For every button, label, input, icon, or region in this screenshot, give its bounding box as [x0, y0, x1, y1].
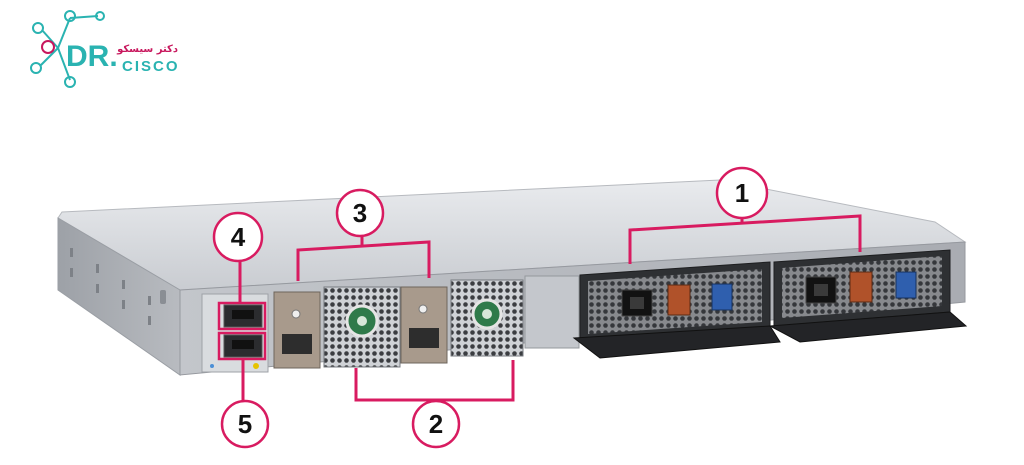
psu1-connector-blue	[711, 283, 733, 311]
status-led	[253, 363, 259, 369]
psu2-connector-orange	[849, 271, 873, 303]
power-supply-2	[768, 249, 968, 343]
callout-5-label: 5	[238, 409, 252, 439]
logo-cisco-text: CISCO	[122, 58, 180, 75]
callout-3-label: 3	[353, 198, 367, 228]
callout-1-label: 1	[735, 178, 749, 208]
callout-4	[212, 211, 267, 331]
callout-5	[217, 331, 270, 449]
callout-4-label: 4	[231, 222, 246, 252]
molecule-icon	[30, 10, 105, 88]
stack-slot-b	[400, 286, 448, 364]
psu2-connector-blue	[895, 271, 917, 299]
power-supply-1	[572, 261, 781, 359]
callout-2-label: 2	[429, 409, 443, 439]
psu2-handle	[768, 311, 968, 343]
psu1-handle	[572, 325, 781, 359]
side-vents	[70, 248, 166, 325]
blank-plate	[524, 275, 580, 349]
logo-arabic-text: دكتر سيسكو	[116, 44, 178, 55]
callout-3	[296, 188, 431, 281]
psu1-connector-orange	[667, 284, 691, 316]
logo-dr-text: DR.	[66, 40, 118, 73]
callout-1	[628, 166, 862, 264]
callouts	[212, 166, 862, 449]
stack-slot-a	[273, 291, 321, 369]
callout-2	[354, 360, 515, 449]
switch-chassis	[57, 179, 968, 376]
dr-cisco-logo: DR. CISCO دكتر سيسكو	[30, 10, 180, 88]
